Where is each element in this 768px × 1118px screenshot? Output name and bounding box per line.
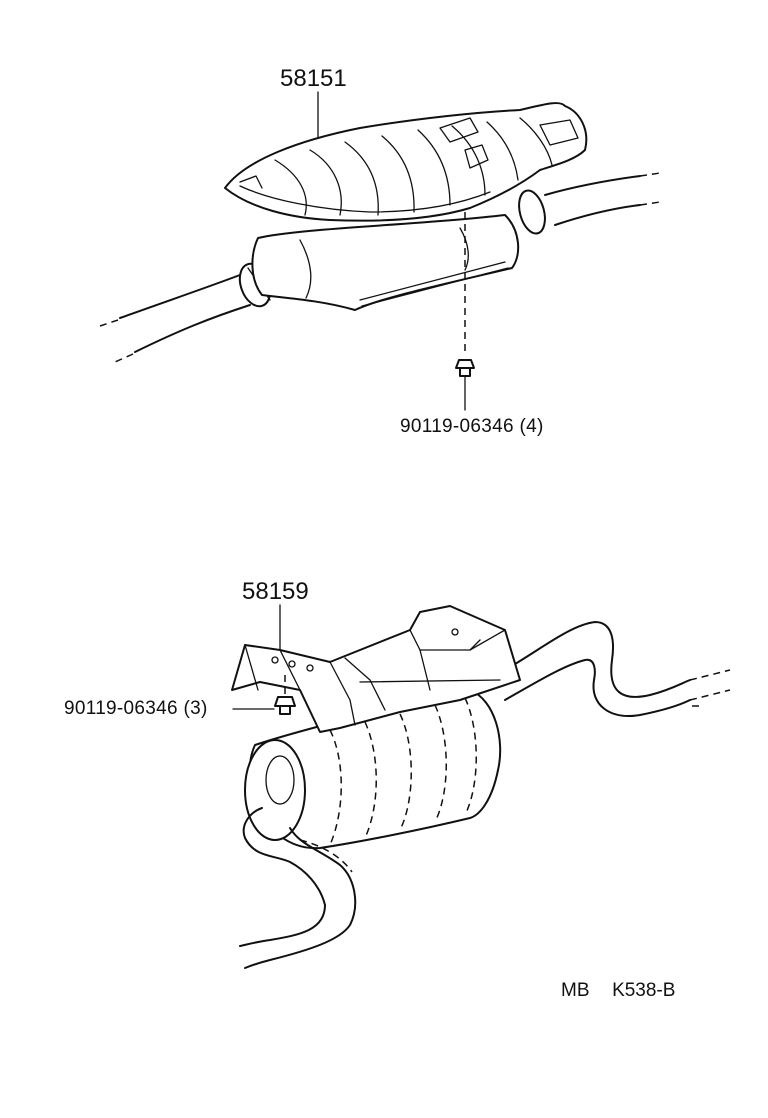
diagram-code: MB K538-B [561, 981, 675, 1000]
heat-insulator-58159 [231, 605, 521, 733]
bolt-label-upper: 90119-06346 (4) [400, 416, 544, 437]
upper-bolt-90119-06346 [455, 212, 475, 411]
heat-insulator-58151 [224, 102, 588, 222]
catalytic-converter [251, 214, 520, 311]
lower-exhaust-pipe-right [504, 621, 731, 717]
part-label-58151: 58151 [280, 65, 347, 92]
lower-exhaust-pipe-left [239, 807, 357, 969]
part-label-58159: 58159 [242, 578, 309, 605]
muffler [244, 689, 502, 850]
bolt-label-lower: 90119-06346 (3) [64, 698, 208, 719]
diagram-code-prefix: MB [561, 980, 590, 1001]
diagram-code-id: K538-B [612, 980, 676, 1001]
lower-bolt-90119-06346 [232, 675, 296, 715]
